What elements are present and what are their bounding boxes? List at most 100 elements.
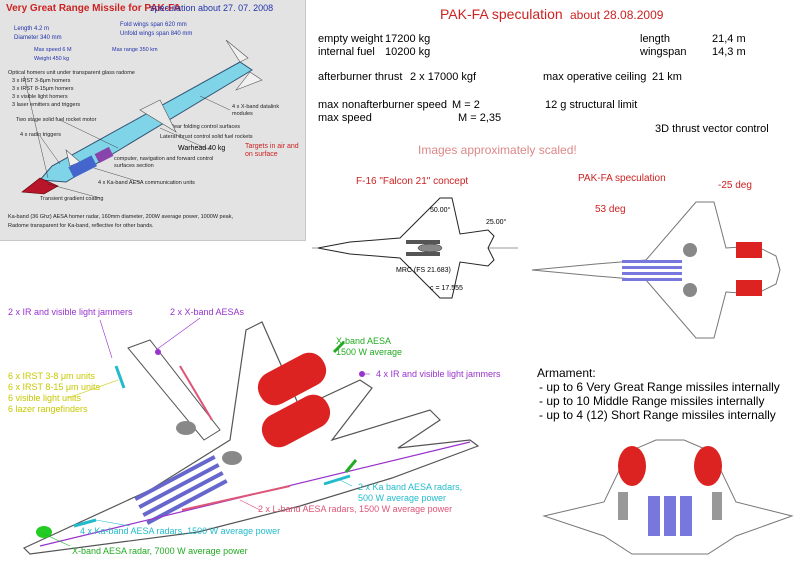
homers-title: Optical homers unit under transparent gl… — [8, 70, 135, 76]
x-aesas: 2 x X-band AESAs — [170, 307, 245, 317]
pakfa-side-pink-2 — [181, 485, 291, 511]
missile-length: Length 4.2 m — [14, 26, 50, 32]
homer-1: 3 x IRST 3-8μm homers — [12, 78, 71, 84]
missile-weight: Weight 450 kg — [34, 56, 70, 62]
thrust-vector: 3D thrust vector control — [655, 123, 769, 135]
homer-3: 3 x visible light homers — [12, 94, 68, 100]
footer-line-1: Ka-band (36 Ghz) AESA homer radar, 160mm… — [8, 214, 234, 220]
datalink-label: 4 x X-band datalink modules — [232, 104, 280, 117]
maxspeed-value: M = 2,35 — [458, 112, 502, 124]
motor-label: Two stage solid fuel rocket motor — [16, 117, 97, 123]
aesa-units-label: 4 x Ka-band AESA communication units — [98, 180, 195, 186]
armament-line-1: - up to 6 Very Great Range missiles inte… — [539, 380, 780, 394]
length-label: length — [640, 33, 670, 45]
coating-label: Transient gradient coating — [40, 196, 104, 202]
pakfa-sweep-neg: -25 deg — [718, 180, 752, 191]
length-value: 21,4 m — [712, 33, 746, 45]
missile-body — [38, 61, 253, 183]
pakfa-rear-engine-2 — [694, 446, 722, 486]
pakfa-side-green-1 — [332, 340, 346, 354]
pakfa-side-green-nose — [36, 526, 52, 538]
internal-fuel-value: 10200 kg — [385, 46, 431, 58]
missile-panel: Very Great Range Missile for PAK-FA spec… — [0, 0, 306, 241]
pakfa-side-outline — [22, 321, 480, 555]
f16-drawing: 50.00° 25.00° MRC (FS 21.683) c = 17.555 — [312, 197, 518, 299]
pakfa-side-green-2 — [344, 459, 358, 473]
ceiling-value: 21 km — [652, 71, 682, 83]
visible-units: 6 visible light units — [8, 393, 82, 403]
missile-section-purple — [94, 146, 114, 164]
radio-label: 4 x radio triggers — [20, 132, 61, 138]
missile-mid-fin — [139, 99, 177, 133]
f16-caption: F-16 "Falcon 21" concept — [356, 176, 469, 187]
x-nose-radar: X-band AESA radar, 7000 W average power — [72, 546, 248, 556]
pakfa-top-missiles — [622, 260, 682, 281]
armament-line-3: - up to 4 (12) Short Range missiles inte… — [539, 408, 776, 422]
pakfa-side-drawing — [22, 317, 480, 555]
pakfa-side-wing — [127, 339, 221, 441]
missile-unfold-span: Unfold wings span 840 mm — [120, 31, 193, 37]
specs-title: PAK-FA speculation — [440, 6, 563, 22]
ka-radars: 2 x Ka band AESA radars, — [358, 482, 463, 492]
empty-weight-value: 17200 kg — [385, 33, 431, 45]
pakfa-side-missiles — [134, 455, 228, 525]
specs-date: about 28.08.2009 — [570, 8, 664, 22]
lazer-units: 6 lazer rangefinders — [8, 404, 88, 414]
missile-drawing — [21, 39, 263, 199]
afterburner-value: 2 x 17000 kgf — [410, 71, 477, 83]
missile-rear-fin-top — [225, 39, 249, 63]
pakfa-top-caption: PAK-FA speculation — [578, 173, 666, 184]
pakfa-side-cyan-2 — [73, 518, 97, 528]
f16-angle-1: 50.00° — [430, 206, 451, 214]
f16-mrc: MRC (FS 21.683) — [396, 267, 451, 274]
missile-date: speculation about 27. 07. 2008 — [150, 3, 274, 13]
footer-line-2: Radome transparent for Ka-band, reflecti… — [8, 223, 154, 229]
afterburner-label: afterburner thrust — [318, 71, 403, 83]
scaled-note: Images approximately scaled! — [418, 143, 577, 157]
missile-rear-fin-bottom — [235, 71, 263, 91]
nonab-value: M = 2 — [452, 99, 480, 111]
internal-fuel-label: internal fuel — [318, 46, 375, 58]
pakfa-side-cyan-3 — [323, 474, 351, 486]
homer-4: 3 laser emitters and triggers — [12, 102, 81, 108]
empty-weight-label: empty weight — [318, 33, 383, 45]
l-band-radars: 2 x L-band AESA radars, 1500 W average p… — [258, 504, 453, 514]
f16-c: c = 17.555 — [430, 285, 463, 292]
pakfa-top-engine-1 — [736, 242, 762, 258]
irst-2: 6 x IRST 8-15 μm units — [8, 382, 101, 392]
missile-diameter: Diameter 340 mm — [14, 35, 62, 41]
ir-jammers-left: 2 x IR and visible light jammers — [8, 307, 133, 317]
missile-section-blue — [68, 155, 97, 178]
g-limit: 12 g structural limit — [545, 99, 638, 111]
pakfa-side-pink-1 — [179, 365, 213, 421]
missile-fold-span: Fold wings span 620 mm — [120, 22, 187, 28]
pakfa-side-cyan-1 — [114, 365, 126, 389]
ceiling-label: max operative ceiling — [543, 71, 647, 83]
rear-fold-label: Rear folding control surfaces — [170, 124, 241, 130]
missile-max-range: Max range 350 km — [112, 47, 158, 53]
wingspan-value: 14,3 m — [712, 46, 746, 58]
nonab-label: max nonafterburner speed — [318, 99, 448, 111]
lateral-label: Lateral thrust control solid fuel rocket… — [160, 134, 253, 140]
pakfa-top-drawing — [531, 201, 781, 339]
computer-label: computer, navigation and forward control… — [114, 156, 214, 169]
pakfa-rear-drawing — [542, 439, 794, 555]
wingspan-label: wingspan — [640, 46, 687, 58]
pakfa-sweep-pos: 53 deg — [595, 204, 626, 215]
ka-4-radars: 4 x Ka-band AESA radars, 1500 W average … — [80, 526, 281, 536]
maxspeed-label: max speed — [318, 112, 372, 124]
targets-label: Targets in air and on surface — [245, 143, 299, 158]
pakfa-top-engine-2 — [736, 280, 762, 296]
pakfa-top-planform — [531, 201, 781, 339]
homer-2: 3 x IRST 8-15μm homers — [12, 86, 74, 92]
missile-title: Very Great Range Missile for PAK-FA — [6, 3, 181, 14]
warhead-label: Warhead 40 kg — [178, 145, 226, 152]
missile-nose — [21, 177, 59, 195]
pakfa-side-engine-1 — [257, 352, 327, 406]
pakfa-rear-engine-1 — [618, 446, 646, 486]
irst-1: 6 x IRST 3-8 μm units — [8, 371, 96, 381]
x-aesa-1500-power: 1500 W average — [336, 347, 403, 357]
x-aesa-1500: X-band AESA — [336, 336, 392, 346]
armament-line-2: - up to 10 Middle Range missiles interna… — [539, 394, 765, 408]
f16-angle-2: 25.00° — [486, 218, 507, 226]
